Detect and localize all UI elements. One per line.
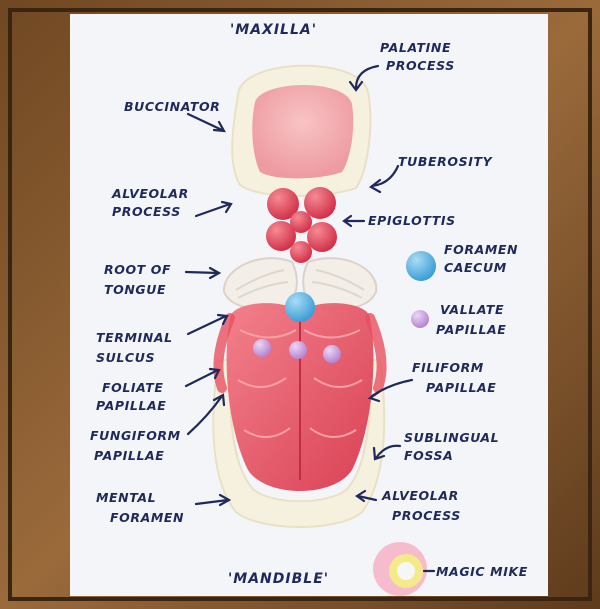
legend-purple-sweet <box>411 310 429 328</box>
vallate-sweet-middle <box>289 341 307 359</box>
pointer-arrows <box>184 64 436 573</box>
label-magic-mike: MAGIC MIKE <box>436 564 528 579</box>
label-sublingual-1: SUBLINGUAL <box>404 430 499 445</box>
label-foliate-2: PAPILLAE <box>96 398 166 413</box>
label-fungiform-2: PAPILLAE <box>94 448 164 463</box>
label-alveolar-bottom-1: ALVEOLAR <box>381 488 459 503</box>
vallate-sweet-left <box>253 339 271 357</box>
label-vallate-1: VALLATE <box>440 302 504 317</box>
label-maxilla: 'MAXILLA' <box>230 22 317 38</box>
label-epiglottis: EPIGLOTTIS <box>368 213 456 228</box>
label-mental-2: FORAMEN <box>110 510 184 525</box>
label-mandible: 'MANDIBLE' <box>228 571 329 587</box>
root-of-tongue-candies <box>222 257 378 311</box>
anatomy-labels: 'MAXILLA' PALATINE PROCESS BUCCINATOR TU… <box>90 22 528 587</box>
label-vallate-2: PAPILLAE <box>436 322 506 337</box>
label-foliate-1: FOLIATE <box>102 380 164 395</box>
maxilla-gum <box>231 64 372 197</box>
label-alveolar-top-2: PROCESS <box>112 204 181 219</box>
label-filiform-1: FILIFORM <box>412 360 484 375</box>
label-tuberosity: TUBEROSITY <box>398 154 494 169</box>
epiglottis-candies <box>266 187 337 263</box>
label-mental-1: MENTAL <box>96 490 156 505</box>
label-foramen-caecum-1: FORAMEN <box>444 242 518 257</box>
label-alveolar-top-1: ALVEOLAR <box>111 186 189 201</box>
label-palatine-1: PALATINE <box>380 40 451 55</box>
label-root-1: ROOT OF <box>104 262 171 277</box>
foramen-caecum-sweet <box>285 292 315 322</box>
label-fungiform-1: FUNGIFORM <box>90 428 181 443</box>
legend-blue-sweet <box>406 251 436 281</box>
label-foramen-caecum-2: CAECUM <box>444 260 507 275</box>
label-alveolar-bottom-2: PROCESS <box>392 508 461 523</box>
label-terminal-1: TERMINAL <box>96 330 173 345</box>
label-palatine-2: PROCESS <box>386 58 455 73</box>
magic-mike-candy <box>373 542 427 596</box>
label-sublingual-2: FOSSA <box>404 448 453 463</box>
label-root-2: TONGUE <box>104 282 166 297</box>
label-buccinator: BUCCINATOR <box>124 99 220 114</box>
label-filiform-2: PAPILLAE <box>426 380 496 395</box>
vallate-sweet-right <box>323 345 341 363</box>
label-terminal-2: SULCUS <box>96 350 155 365</box>
